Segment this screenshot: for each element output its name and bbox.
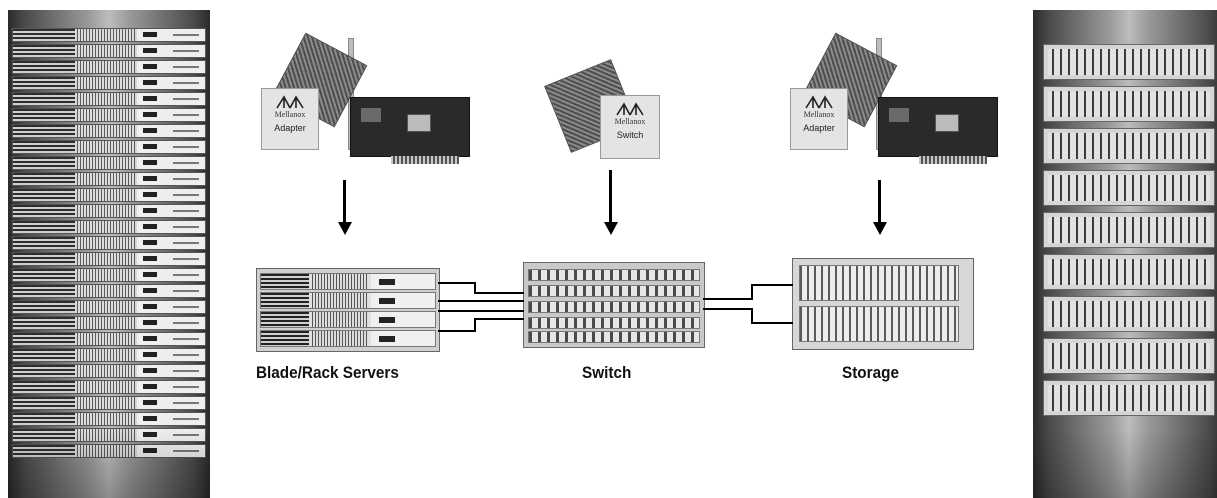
rack-server-unit: [12, 444, 206, 458]
mellanox-logo-icon: [616, 102, 644, 116]
rack-server-unit: [12, 428, 206, 442]
rack-server-unit: [12, 220, 206, 234]
rack-server-unit: [12, 300, 206, 314]
mellanox-logo-icon: [805, 95, 833, 109]
rack-server-unit: [12, 348, 206, 362]
rack-server-unit: [12, 140, 206, 154]
brand-text: Mellanox: [614, 117, 646, 126]
rack-server-unit: [12, 124, 206, 138]
storage-device: [792, 258, 974, 350]
label-storage: Storage: [842, 363, 899, 382]
rack-server-unit: [12, 28, 206, 42]
adapter-card-left: [350, 97, 470, 164]
mellanox-logo-icon: [276, 95, 304, 109]
chip-type-label: Adapter: [803, 123, 835, 133]
blade-rack-servers-device: [256, 268, 440, 352]
rack-server-unit: [12, 188, 206, 202]
rack-storage-unit: [1043, 44, 1215, 80]
rack-server-unit: [12, 316, 206, 330]
storage-rack-right: [1033, 10, 1217, 498]
adapter-card-right: [878, 97, 998, 164]
brand-text: Mellanox: [274, 110, 306, 119]
arrow-adapter-to-servers: [343, 180, 346, 222]
arrow-adapter-to-storage: [878, 180, 881, 222]
rack-storage-unit: [1043, 212, 1215, 248]
rack-server-unit: [12, 172, 206, 186]
rack-server-unit: [12, 236, 206, 250]
rack-server-unit: [12, 156, 206, 170]
switch-plate: Mellanox Switch: [600, 95, 660, 159]
rack-storage-unit: [1043, 170, 1215, 206]
rack-server-unit: [12, 332, 206, 346]
rack-storage-unit: [1043, 128, 1215, 164]
rack-server-unit: [12, 44, 206, 58]
server-rack-units: [12, 28, 206, 460]
rack-storage-unit: [1043, 338, 1215, 374]
rack-server-unit: [12, 380, 206, 394]
rack-server-unit: [12, 268, 206, 282]
chip-type-label: Switch: [616, 130, 644, 140]
storage-rack-units: [1043, 44, 1215, 422]
rack-server-unit: [12, 92, 206, 106]
rack-server-unit: [12, 204, 206, 218]
rack-storage-unit: [1043, 380, 1215, 416]
chip-type-label: Adapter: [274, 123, 306, 133]
adapter-plate-right: Mellanox Adapter: [790, 88, 848, 150]
arrow-head-icon: [873, 222, 887, 235]
arrow-head-icon: [604, 222, 618, 235]
server-rack-left: [8, 10, 210, 498]
rack-server-unit: [12, 252, 206, 266]
label-blade-rack-servers: Blade/Rack Servers: [256, 363, 399, 382]
rack-server-unit: [12, 412, 206, 426]
rack-server-unit: [12, 396, 206, 410]
adapter-plate-left: Mellanox Adapter: [261, 88, 319, 150]
rack-server-unit: [12, 108, 206, 122]
rack-server-unit: [12, 60, 206, 74]
label-switch: Switch: [582, 363, 632, 382]
rack-server-unit: [12, 76, 206, 90]
switch-device: [523, 262, 705, 348]
brand-text: Mellanox: [803, 110, 835, 119]
rack-storage-unit: [1043, 254, 1215, 290]
rack-server-unit: [12, 284, 206, 298]
arrow-head-icon: [338, 222, 352, 235]
rack-storage-unit: [1043, 86, 1215, 122]
rack-storage-unit: [1043, 296, 1215, 332]
arrow-chip-to-switch: [609, 170, 612, 222]
rack-server-unit: [12, 364, 206, 378]
